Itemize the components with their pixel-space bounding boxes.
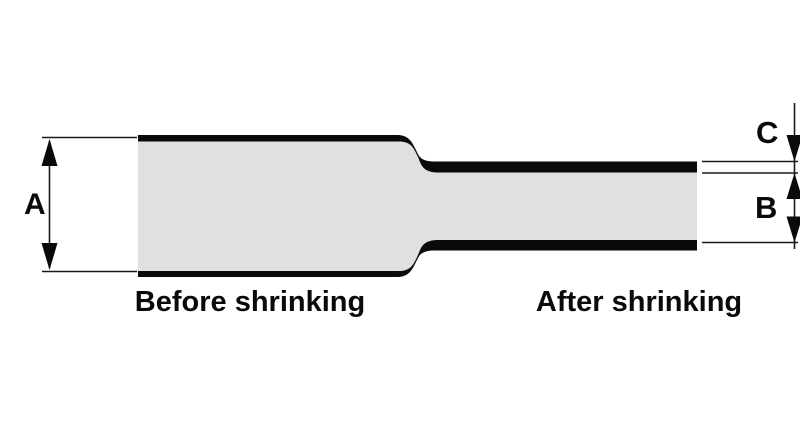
dim-bc-group xyxy=(702,103,800,249)
dim-b-arrowhead-down xyxy=(786,216,800,243)
caption-after-shrinking: After shrinking xyxy=(535,286,743,318)
dim-a-arrowhead-down xyxy=(41,243,58,270)
dim-b-label: B xyxy=(755,190,778,225)
dim-a-label: A xyxy=(24,188,46,221)
dim-a-arrowhead-up xyxy=(41,139,58,166)
dim-a-group xyxy=(41,136,137,273)
dim-b-arrowhead-up xyxy=(786,173,800,199)
dim-c-label: C xyxy=(756,115,779,150)
tube-inner-fill xyxy=(138,141,697,271)
caption-before-shrinking: Before shrinking xyxy=(134,286,366,318)
dim-c-arrowhead-down xyxy=(786,135,800,162)
